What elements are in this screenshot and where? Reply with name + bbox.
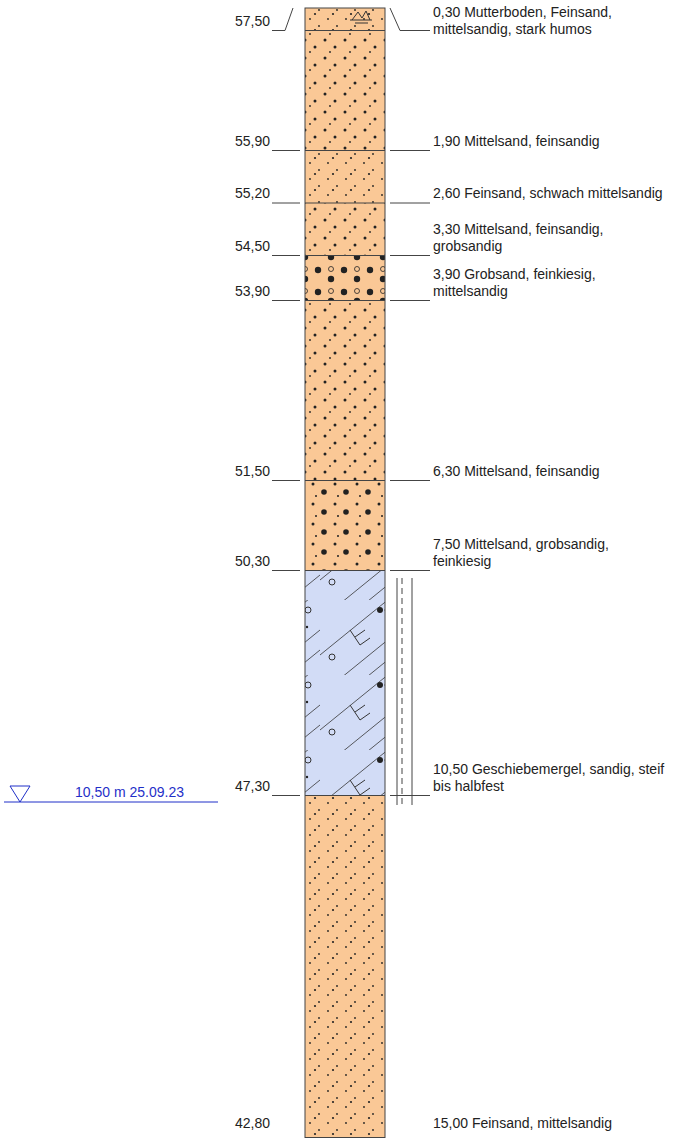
layer-description: 7,50 Mittelsand, grobsandig, feinkiesig <box>433 536 669 570</box>
elevation-label: 57,50 <box>200 13 270 30</box>
layer-description: 0,30 Mutterboden, Feinsand, mittelsandig… <box>433 4 669 38</box>
layer-description: 6,30 Mittelsand, feinsandig <box>433 463 669 480</box>
layer-description: 1,90 Mittelsand, feinsandig <box>433 133 669 150</box>
elevation-label: 47,30 <box>200 778 270 795</box>
elevation-label: 50,30 <box>200 553 270 570</box>
elevation-label: 51,50 <box>200 463 270 480</box>
water-level-label: 10,50 m 25.09.23 <box>75 784 184 801</box>
layer-description: 2,60 Feinsand, schwach mittelsandig <box>433 185 669 202</box>
layer-description: 10,50 Geschiebemergel, sandig, steif bis… <box>433 761 669 795</box>
elevation-label: 54,50 <box>200 238 270 255</box>
layer-description: 15,00 Feinsand, mittelsandig <box>433 1115 669 1132</box>
elevation-label: 53,90 <box>200 283 270 300</box>
elevation-label: 42,80 <box>200 1115 270 1132</box>
elevation-label: 55,20 <box>200 185 270 202</box>
elevation-label: 55,90 <box>200 133 270 150</box>
layer-description: 3,30 Mittelsand, feinsandig, grobsandig <box>433 221 669 255</box>
layer-description: 3,90 Grobsand, feinkiesig, mittelsandig <box>433 266 669 300</box>
